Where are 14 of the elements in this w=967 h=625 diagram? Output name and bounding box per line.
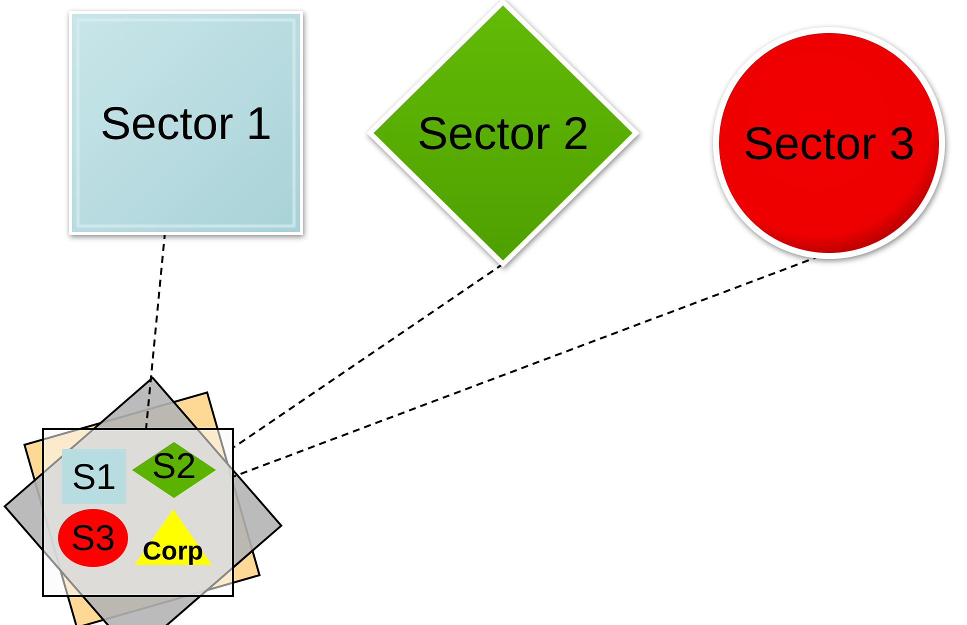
sector-box	[72, 14, 300, 232]
dashed-connector	[233, 263, 504, 448]
node-label: S2	[152, 445, 196, 487]
s1-box	[62, 449, 126, 504]
sector-label: Sector 3	[743, 116, 915, 170]
s2-diamond	[132, 442, 216, 498]
s3-ellipse	[58, 509, 128, 567]
node-label: Corp	[142, 536, 204, 566]
cluster-square	[42, 428, 234, 597]
corp-triangle	[134, 509, 212, 565]
node-label: S3	[70, 517, 116, 559]
sector-label: Sector 1	[100, 96, 272, 150]
node-label: S1	[72, 456, 116, 498]
sector-circle	[716, 30, 942, 256]
